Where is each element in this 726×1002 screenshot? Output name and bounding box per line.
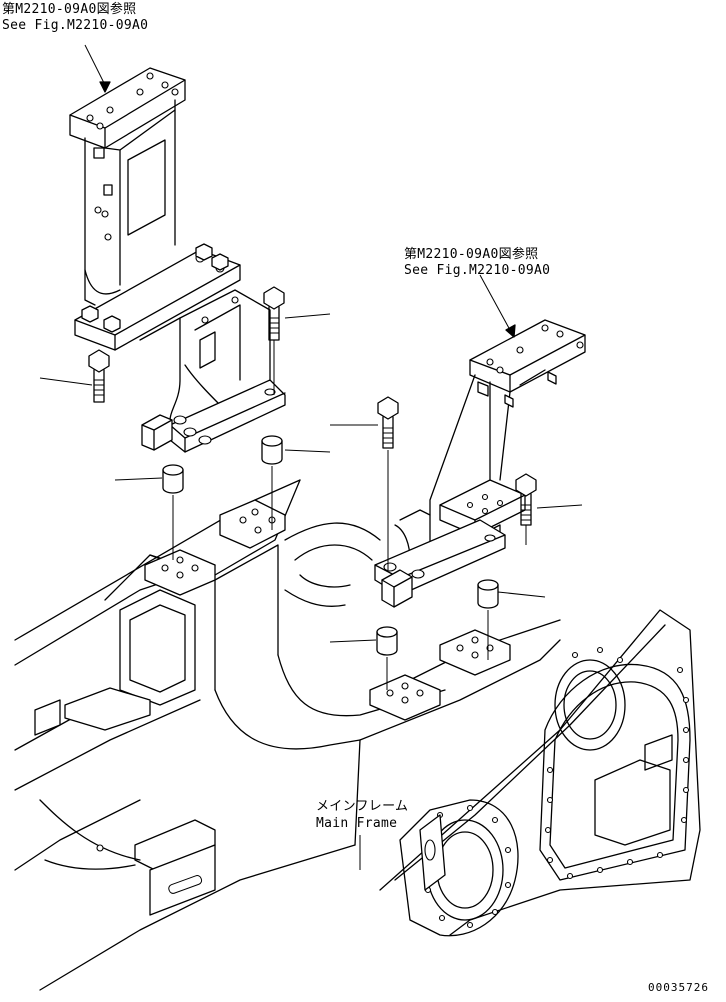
spacer-collar bbox=[162, 435, 499, 656]
ref-label-top-left-en: See Fig.M2210-09A0 bbox=[2, 18, 149, 33]
ref-label-top-left-jp: 第M2210-09A0図参照 bbox=[2, 2, 137, 17]
left-mounting-bolt bbox=[88, 349, 110, 403]
left-bracket-assembly bbox=[69, 67, 286, 453]
drawing-number: 00035726 bbox=[648, 981, 709, 994]
main-frame bbox=[14, 479, 561, 991]
center-mounting-bolt bbox=[263, 286, 285, 341]
ref-label-right-en: See Fig.M2210-09A0 bbox=[404, 263, 551, 278]
ref-label-right-jp: 第M2210-09A0図参照 bbox=[404, 247, 539, 262]
right-center-bolt bbox=[377, 396, 399, 449]
right-mounting-bolt bbox=[515, 473, 537, 526]
main-frame-label-en: Main Frame bbox=[316, 816, 398, 831]
leader-lines bbox=[39, 44, 583, 870]
right-bracket-assembly bbox=[374, 319, 586, 608]
assembly-center-lines bbox=[172, 340, 527, 690]
track-frame bbox=[379, 609, 701, 937]
main-frame-label-jp: メインフレーム bbox=[316, 799, 409, 814]
